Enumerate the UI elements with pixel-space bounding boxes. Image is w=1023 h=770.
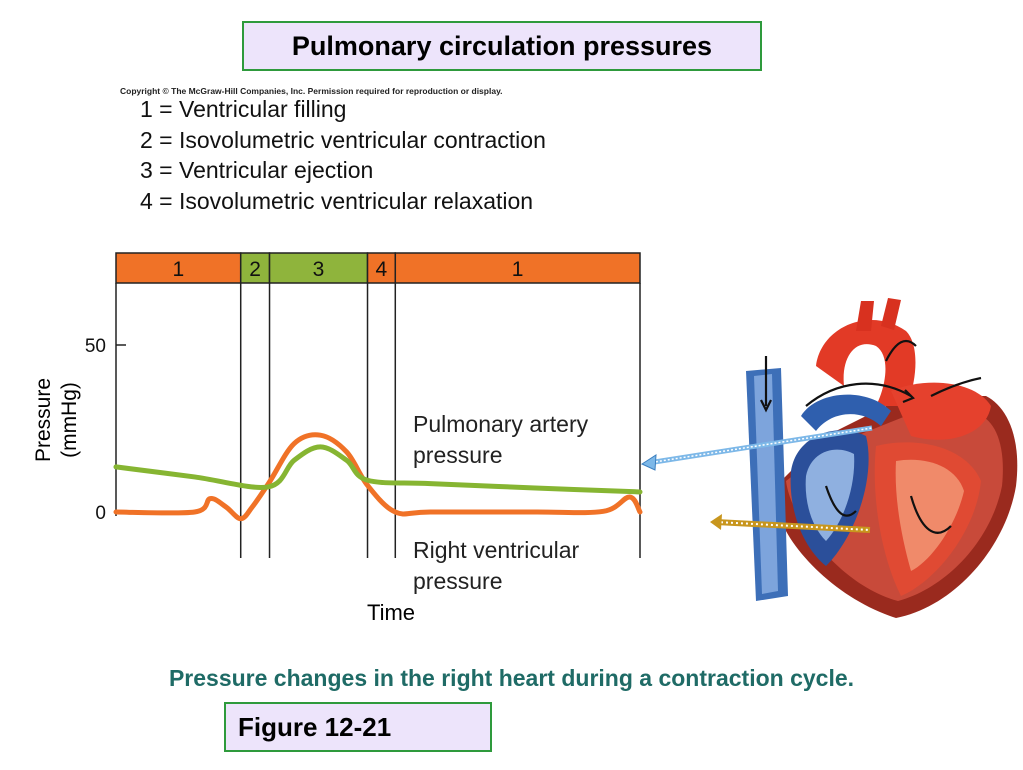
phase-label-4: 4 — [376, 258, 388, 281]
phase-label-2: 2 — [249, 258, 261, 281]
phase-legend: 1 = Ventricular filling 2 = Isovolumetri… — [140, 94, 546, 216]
pa-label-line1: Pulmonary artery — [413, 411, 589, 437]
phase-label-1: 1 — [173, 258, 185, 281]
left-atrium — [891, 382, 991, 440]
pa-label-line2: pressure — [413, 442, 502, 468]
pulmonary-artery-pressure-line — [113, 444, 643, 495]
phase-segment-2 — [239, 252, 271, 284]
left-ventricle-highlight — [895, 459, 964, 571]
pressure-chart: 1 2 3 4 1 0 50 Pressure (mmHg) Time Pulmonary… — [32, 252, 643, 625]
phase-segment-5 — [394, 252, 641, 284]
x-axis-label: Time — [367, 600, 415, 625]
aorta — [816, 319, 916, 406]
y-tick-label-0: 0 — [95, 503, 106, 524]
slide-title: Pulmonary circulation pressures — [242, 21, 762, 71]
heart-illustration — [746, 298, 1018, 618]
legend-item: 4 = Isovolumetric ventricular relaxation — [140, 187, 534, 214]
phase-bar: 1 2 3 4 1 — [115, 252, 641, 284]
rv-label-line2: pressure — [413, 568, 502, 594]
right-ventricular-pressure-line — [113, 432, 643, 522]
y-axis-unit: (mmHg) — [58, 382, 81, 458]
series-lines — [113, 432, 643, 522]
phase-label-3: 3 — [313, 258, 325, 281]
slide-caption: Pressure changes in the right heart duri… — [168, 665, 855, 691]
y-tick-label-50: 50 — [85, 336, 106, 357]
pulmonary-artery — [801, 394, 891, 431]
y-axis-label: Pressure — [32, 378, 55, 462]
legend-item: 1 = Ventricular filling — [140, 96, 347, 122]
aortic-branches — [856, 298, 901, 331]
copyright-notice: Copyright © The McGraw-Hill Companies, I… — [120, 86, 503, 96]
legend-item: 3 = Ventricular ejection — [140, 157, 374, 183]
legend-item: 2 = Isovolumetric ventricular contractio… — [140, 126, 546, 153]
rv-label-line1: Right ventricular — [413, 537, 580, 563]
figure-label: Figure 12-21 — [224, 702, 492, 752]
axes: 0 50 — [85, 283, 126, 524]
phase-label-5: 1 — [512, 258, 524, 281]
flow-arrows — [760, 339, 982, 534]
